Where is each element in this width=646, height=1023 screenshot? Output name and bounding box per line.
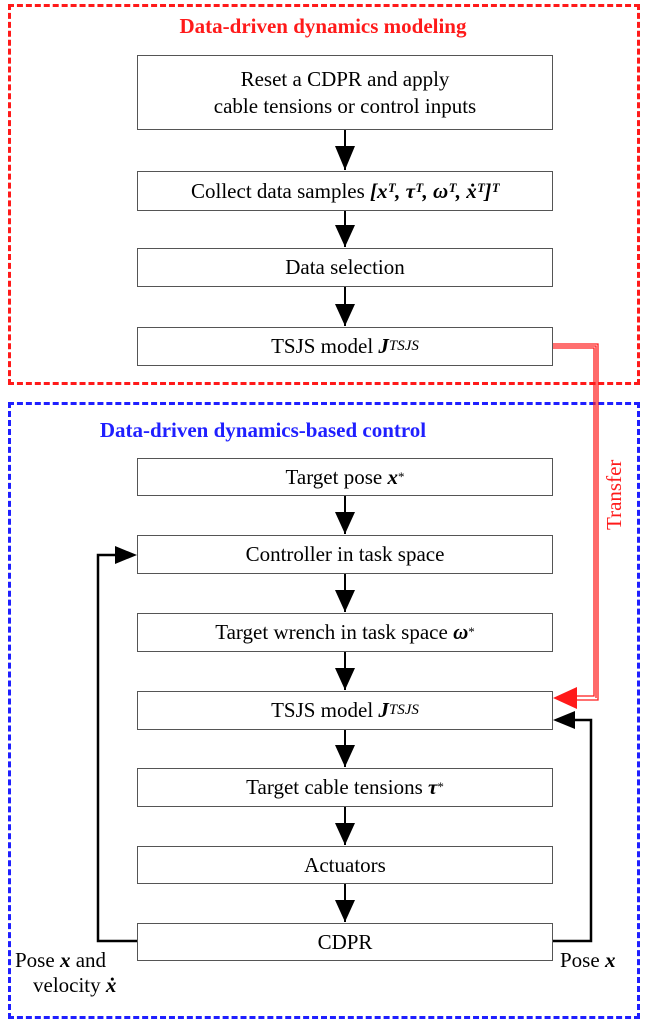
arrowhead-icon xyxy=(115,546,137,564)
arrowhead-icon xyxy=(335,225,355,247)
jacobian-symbol: J xyxy=(378,334,389,359)
cdpr-label: CDPR xyxy=(317,929,373,954)
arrowhead-icon xyxy=(335,668,355,690)
feedback-right-line xyxy=(553,718,593,943)
actuators-box: Actuators xyxy=(137,846,553,884)
feedback-right-label: Pose x xyxy=(560,948,615,973)
feedback-left-line xyxy=(96,553,137,943)
reset-cdpr-box: Reset a CDPR and apply cable tensions or… xyxy=(137,55,553,130)
model-label: TSJS model xyxy=(271,334,374,359)
arrowhead-icon xyxy=(335,146,355,170)
jacobian-symbol: J xyxy=(378,698,389,723)
pose-symbol: x xyxy=(59,948,71,972)
velocity-symbol: ẋ xyxy=(105,973,117,998)
tension-symbol: τ xyxy=(428,775,438,800)
control-section-frame xyxy=(8,402,640,1019)
actuators-label: Actuators xyxy=(304,852,386,877)
target-wrench-label: Target wrench in task space xyxy=(215,620,448,645)
and-text: and xyxy=(70,948,107,972)
star-sup: * xyxy=(468,624,475,640)
wrench-symbol: ω xyxy=(453,620,469,645)
arrowhead-icon xyxy=(335,512,355,534)
transfer-label: Transfer xyxy=(602,459,626,530)
cdpr-box: CDPR xyxy=(137,923,553,961)
reset-line1: Reset a CDPR and apply xyxy=(240,67,450,92)
control-section-title: Data-driven dynamics-based control xyxy=(99,418,427,442)
star-sup: * xyxy=(437,779,444,795)
jacobian-subscript: TSJS xyxy=(388,338,419,355)
pose-symbol: x xyxy=(604,948,616,972)
feedback-left-label: Pose x and velocity ẋ xyxy=(15,948,116,998)
pose-symbol: x xyxy=(387,464,398,489)
controller-box: Controller in task space xyxy=(137,535,553,574)
modeling-section-frame xyxy=(8,4,640,385)
collect-data-box: Collect data samples [xᵀ, τᵀ, ωᵀ, ẋᵀ]ᵀ xyxy=(137,171,553,211)
arrowhead-icon xyxy=(553,711,575,729)
data-vector: [xᵀ, τᵀ, ωᵀ, ẋᵀ]ᵀ xyxy=(370,178,499,203)
arrowhead-icon xyxy=(335,745,355,767)
target-wrench-box: Target wrench in task space ω* xyxy=(137,613,553,652)
transfer-arrow xyxy=(553,343,599,701)
target-pose-box: Target pose x* xyxy=(137,458,553,496)
pose-text: Pose xyxy=(15,948,60,972)
transfer-arrowhead-icon xyxy=(553,687,577,709)
selection-label: Data selection xyxy=(285,255,405,280)
velocity-text: velocity xyxy=(33,973,106,998)
collect-label: Collect data samples xyxy=(191,178,365,203)
reset-line2: cable tensions or control inputs xyxy=(213,93,477,118)
target-tensions-label: Target cable tensions xyxy=(246,775,423,800)
controller-label: Controller in task space xyxy=(245,542,445,567)
model-label: TSJS model xyxy=(271,698,374,723)
arrowhead-icon xyxy=(335,590,355,612)
target-pose-label: Target pose xyxy=(285,464,383,489)
arrowhead-icon xyxy=(335,823,355,845)
arrowhead-icon xyxy=(335,900,355,922)
data-selection-box: Data selection xyxy=(137,248,553,287)
pose-text: Pose xyxy=(560,948,605,972)
arrowhead-icon xyxy=(335,304,355,326)
modeling-section-title: Data-driven dynamics modeling xyxy=(179,14,467,38)
jacobian-subscript: TSJS xyxy=(388,702,419,719)
star-sup: * xyxy=(397,468,405,484)
target-tensions-box: Target cable tensions τ* xyxy=(137,768,553,807)
